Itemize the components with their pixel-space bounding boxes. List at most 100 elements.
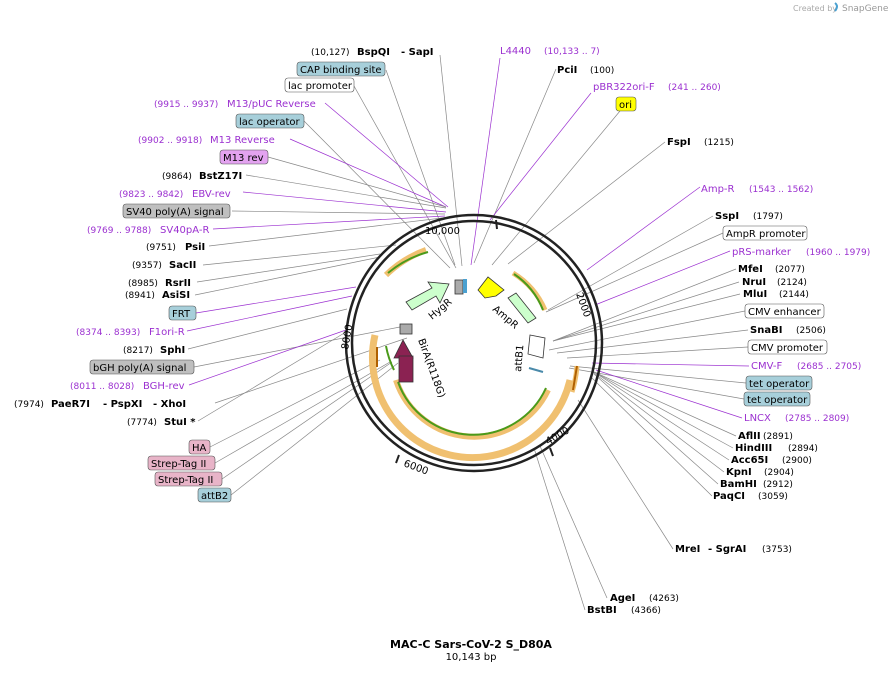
leader-line bbox=[267, 156, 447, 208]
leader-line bbox=[196, 253, 381, 283]
tet-operator-2-box bbox=[743, 391, 811, 407]
leader-line bbox=[473, 68, 557, 264]
snapgene-credit: Created by SnapGene bbox=[793, 2, 889, 14]
sphi-position: (8217) bbox=[123, 346, 153, 356]
cap-site-box bbox=[296, 61, 386, 77]
agei-position: (4263) bbox=[649, 594, 679, 604]
cap-site-label: CAP binding site bbox=[300, 65, 382, 76]
psii-label: PsiI bbox=[185, 242, 205, 253]
tick-mark-6000 bbox=[395, 454, 400, 464]
bstbi-label: BstBI bbox=[587, 605, 617, 616]
mlui-label: MluI bbox=[743, 289, 767, 300]
leader-line bbox=[209, 359, 381, 448]
acc65i-position: (2900) bbox=[782, 456, 812, 466]
leader-line bbox=[552, 281, 740, 342]
leader-line bbox=[214, 361, 391, 464]
xhoi-label: - XhoI bbox=[153, 399, 186, 410]
m13rev-box-label: M13 rev bbox=[223, 153, 264, 164]
agei-label: AgeI bbox=[610, 593, 635, 604]
sphi-label: SphI bbox=[160, 345, 185, 356]
sspi-label: SspI bbox=[715, 211, 739, 222]
pspxi-label: - PspXI bbox=[103, 399, 142, 410]
pcii-label: PciI bbox=[557, 65, 577, 76]
orf-arrow-left bbox=[385, 345, 395, 371]
sspi-position: (1797) bbox=[753, 212, 783, 222]
bstz-position: (9864) bbox=[162, 172, 192, 182]
leader-line bbox=[539, 445, 608, 599]
ampr-primer-label: Amp-R bbox=[701, 184, 735, 195]
leader-line bbox=[577, 399, 674, 550]
nrui-position: (2124) bbox=[777, 278, 807, 288]
lncx-label: LNCX bbox=[744, 413, 771, 424]
bgh-polya-label: bGH poly(A) signal bbox=[93, 363, 186, 374]
backbone-outer-circle bbox=[344, 213, 604, 473]
acc65i-label: Acc65I bbox=[731, 455, 768, 466]
attb2-box bbox=[197, 487, 232, 503]
feature-arcs bbox=[368, 247, 580, 462]
attb1-feature bbox=[527, 334, 546, 359]
rsrii-position: (8985) bbox=[128, 279, 158, 289]
attb2-label: attB2 bbox=[201, 491, 228, 502]
tet-operator-1-box bbox=[745, 375, 813, 391]
leader-line bbox=[208, 217, 443, 247]
orf-arrow-right bbox=[513, 273, 544, 311]
ha-box bbox=[188, 439, 211, 455]
orf-band-bottom bbox=[368, 334, 574, 462]
bspqi-position: (10,127) bbox=[311, 48, 350, 58]
tet-operator-2-label: tet operator bbox=[747, 395, 808, 406]
paqci-label: PaqCI bbox=[713, 491, 745, 502]
bamhi-position: (2912) bbox=[763, 480, 793, 490]
plasmid-length: 10,143 bp bbox=[446, 652, 497, 663]
m13rev-label: M13 Reverse bbox=[210, 135, 275, 146]
aflii-label: AflII bbox=[738, 431, 761, 442]
leader-line bbox=[591, 362, 750, 367]
cap-site-feature bbox=[463, 279, 467, 293]
ebv-position: (9823 .. 9842) bbox=[119, 190, 183, 200]
leader-line bbox=[595, 369, 743, 419]
leader-line bbox=[230, 362, 399, 496]
snabi-position: (2506) bbox=[796, 326, 826, 336]
kpni-position: (2904) bbox=[764, 468, 794, 478]
bira-body bbox=[398, 355, 414, 383]
cmvf-position: (2685 .. 2705) bbox=[797, 362, 861, 372]
mrei-position: (3753) bbox=[762, 545, 792, 555]
leader-line bbox=[245, 174, 447, 209]
tick-4000: 4000 bbox=[544, 425, 572, 447]
leader-line bbox=[187, 308, 348, 350]
paqci-position: (3059) bbox=[758, 492, 788, 502]
leader-line bbox=[221, 361, 393, 480]
nrui-label: NruI bbox=[742, 277, 766, 288]
ori-box bbox=[615, 96, 637, 112]
leader-line bbox=[195, 286, 357, 314]
leader-line bbox=[197, 331, 347, 422]
tick-mark-10000 bbox=[495, 219, 498, 230]
leader-line bbox=[324, 102, 449, 208]
attb1-label: attB1 bbox=[513, 344, 526, 372]
leader-line bbox=[547, 215, 714, 311]
stui-label: StuI * bbox=[164, 417, 196, 428]
tick-8000: 8000 bbox=[340, 324, 355, 351]
orf-band-top bbox=[383, 247, 428, 278]
strep-tag-1-box bbox=[147, 455, 216, 471]
pbr322-label: pBR322ori-F bbox=[593, 82, 655, 93]
orf-arrow-cmv bbox=[572, 365, 578, 391]
leader-line bbox=[289, 138, 447, 208]
kpni-label: KpnI bbox=[726, 467, 752, 478]
psii-position: (9751) bbox=[146, 243, 176, 253]
bstz-label: BstZ17I bbox=[199, 171, 242, 182]
leader-line bbox=[566, 346, 749, 359]
bghrev-label: BGH-rev bbox=[143, 381, 185, 392]
frt-label: FRT bbox=[172, 309, 191, 320]
leader-line bbox=[593, 372, 725, 473]
bira-arrow bbox=[393, 339, 414, 359]
mlui-position: (2144) bbox=[779, 290, 809, 300]
l4440-position: (10,133 .. 7) bbox=[544, 47, 600, 57]
plasmid-name: MAC-C Sars-CoV-2 S_D80A bbox=[390, 638, 552, 651]
orf-band-inner bbox=[393, 379, 551, 440]
hindiii-position: (2894) bbox=[788, 444, 818, 454]
m13rev-box bbox=[219, 149, 269, 165]
sgrai-label: - SgrAI bbox=[708, 544, 746, 555]
asisi-label: AsiSI bbox=[162, 290, 190, 301]
tick-10000: 10,000 bbox=[425, 226, 460, 237]
mrei-label: MreI bbox=[675, 544, 700, 555]
